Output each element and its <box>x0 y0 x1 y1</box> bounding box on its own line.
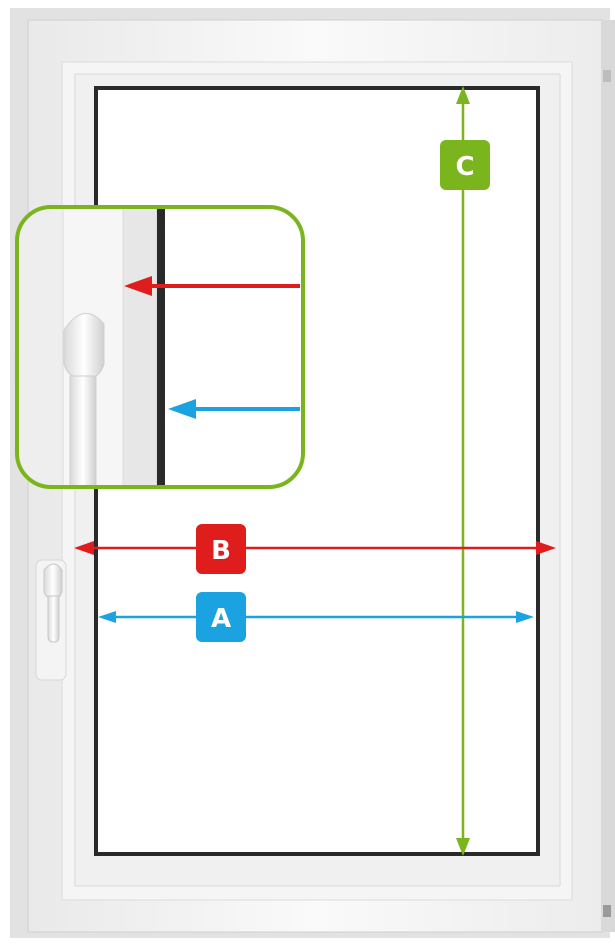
measure-a-badge: A <box>196 592 246 642</box>
measure-b-badge: B <box>196 524 246 574</box>
measure-c-label: C <box>455 152 474 182</box>
detail-inset <box>15 205 305 489</box>
measure-b-label: B <box>211 536 231 566</box>
measure-c-arrow <box>456 86 470 856</box>
measure-c-badge: C <box>440 140 490 190</box>
measure-a-label: A <box>211 604 231 634</box>
measure-a-arrow <box>98 611 534 623</box>
measure-b-arrow <box>74 541 556 555</box>
window-handle-icon <box>35 559 67 681</box>
